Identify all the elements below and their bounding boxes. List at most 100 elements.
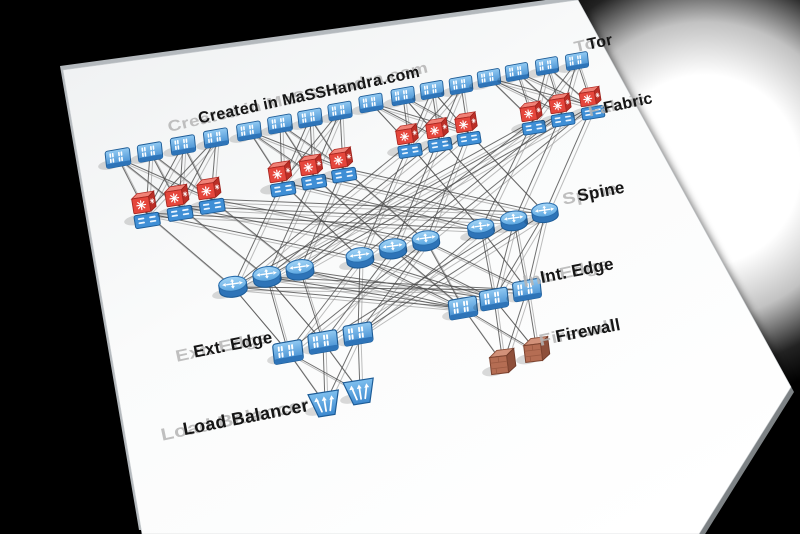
link-shadow-line: [269, 141, 443, 281]
link-line: [322, 248, 394, 343]
link-line: [357, 240, 427, 335]
tor-switch-icon[interactable]: [564, 51, 590, 71]
link-shadow-line: [284, 185, 485, 233]
tor-switch-icon[interactable]: [327, 100, 353, 122]
link-line: [178, 205, 515, 222]
link-line: [357, 228, 482, 335]
link-line: [357, 257, 361, 335]
link-line: [467, 131, 546, 214]
ext-edge-switch-icon[interactable]: [307, 329, 339, 355]
tor-label[interactable]: Tor: [586, 32, 614, 54]
tor-switch-icon[interactable]: [104, 147, 132, 169]
link-line: [232, 181, 283, 288]
tor-switch-icon[interactable]: [297, 107, 323, 129]
spine-router-icon[interactable]: [500, 209, 529, 232]
fabric-switch-icon[interactable]: [163, 183, 194, 222]
link-shadow-line: [235, 124, 537, 291]
link-line: [266, 137, 440, 278]
link-line: [266, 276, 464, 309]
ext-edge-switch-icon[interactable]: [342, 321, 374, 347]
link-line: [392, 248, 495, 300]
fabric-switch-icon[interactable]: [547, 92, 576, 128]
spine-router-icon[interactable]: [411, 229, 441, 252]
link-line: [408, 143, 482, 230]
device-nodes: [98, 51, 606, 418]
int-edge-switch-icon[interactable]: [512, 277, 542, 303]
link-line: [526, 212, 546, 291]
link-shadow-line: [148, 216, 237, 291]
link-shadow-line: [302, 171, 347, 274]
link-line: [392, 112, 563, 250]
spine-router-icon[interactable]: [218, 275, 248, 299]
link-line: [480, 228, 528, 291]
load-balancer-icon[interactable]: [342, 377, 377, 406]
int-edge-switch-icon[interactable]: [478, 286, 510, 312]
tor-switch-icon[interactable]: [136, 141, 164, 163]
fabric-switch-icon[interactable]: [130, 190, 161, 229]
fabric-switch-icon[interactable]: [578, 85, 606, 121]
link-line: [299, 131, 469, 271]
fabric-switch-icon[interactable]: [518, 100, 547, 136]
int-edge-switch-icon[interactable]: [447, 295, 479, 321]
link-shadow-line: [269, 178, 317, 281]
link-line: [299, 269, 495, 300]
link-shadow-line: [428, 109, 596, 245]
fabric-switch-icon[interactable]: [266, 159, 297, 198]
tor-switch-icon[interactable]: [169, 134, 197, 156]
link-shadow-line: [345, 171, 549, 217]
firewall-icon[interactable]: [522, 335, 551, 364]
tor-switch-icon[interactable]: [267, 113, 293, 135]
link-line: [357, 212, 546, 335]
link-line: [322, 220, 515, 343]
link-shadow-line: [373, 106, 472, 136]
link-line: [359, 257, 495, 300]
tor-switch-icon[interactable]: [419, 80, 445, 100]
fabric-switch-icon[interactable]: [453, 111, 482, 147]
link-shadow-line: [315, 178, 518, 225]
tor-switch-icon[interactable]: [236, 120, 262, 142]
tor-switch-icon[interactable]: [358, 92, 384, 114]
tor-switch-icon[interactable]: [202, 127, 230, 149]
spine-router-icon[interactable]: [285, 258, 315, 282]
spine-router-icon[interactable]: [345, 246, 375, 270]
tor-switch-icon[interactable]: [504, 62, 530, 82]
ext-edge-switch-icon[interactable]: [272, 339, 304, 365]
link-line: [493, 212, 546, 300]
fabric-switch-icon[interactable]: [195, 176, 226, 215]
spine-router-icon[interactable]: [467, 217, 496, 240]
sheet-surface: [62, 0, 792, 534]
spine-router-icon[interactable]: [378, 237, 408, 260]
link-shadow-line: [547, 109, 596, 217]
link-line: [266, 112, 563, 278]
fabric-switch-icon[interactable]: [328, 146, 358, 184]
fabric-switch-icon[interactable]: [298, 153, 328, 191]
link-line: [299, 269, 324, 343]
tor-switch-icon[interactable]: [534, 56, 560, 76]
fabric-switch-icon[interactable]: [424, 116, 453, 153]
link-line: [178, 205, 268, 278]
link-shadow-line: [302, 135, 472, 274]
link-line: [342, 167, 546, 214]
link-line: [425, 105, 593, 242]
link-line: [513, 112, 563, 222]
spine-router-icon[interactable]: [531, 201, 559, 224]
link-shadow-line: [269, 280, 467, 312]
load-balancer-icon[interactable]: [307, 389, 342, 418]
tor-switch-icon[interactable]: [390, 85, 416, 107]
fabric-switch-icon[interactable]: [394, 122, 423, 159]
link-line: [232, 286, 289, 353]
tor-switch-icon[interactable]: [448, 75, 474, 95]
link-line: [392, 137, 440, 250]
link-line: [281, 110, 341, 183]
link-line: [145, 212, 234, 288]
link-line: [232, 120, 534, 288]
link-line: [299, 167, 344, 271]
link-line: [266, 276, 289, 353]
tor-switch-icon[interactable]: [476, 68, 502, 88]
firewall-icon[interactable]: [488, 347, 517, 376]
link-line: [266, 276, 528, 291]
link-line: [287, 257, 361, 353]
spine-router-icon[interactable]: [252, 265, 282, 289]
